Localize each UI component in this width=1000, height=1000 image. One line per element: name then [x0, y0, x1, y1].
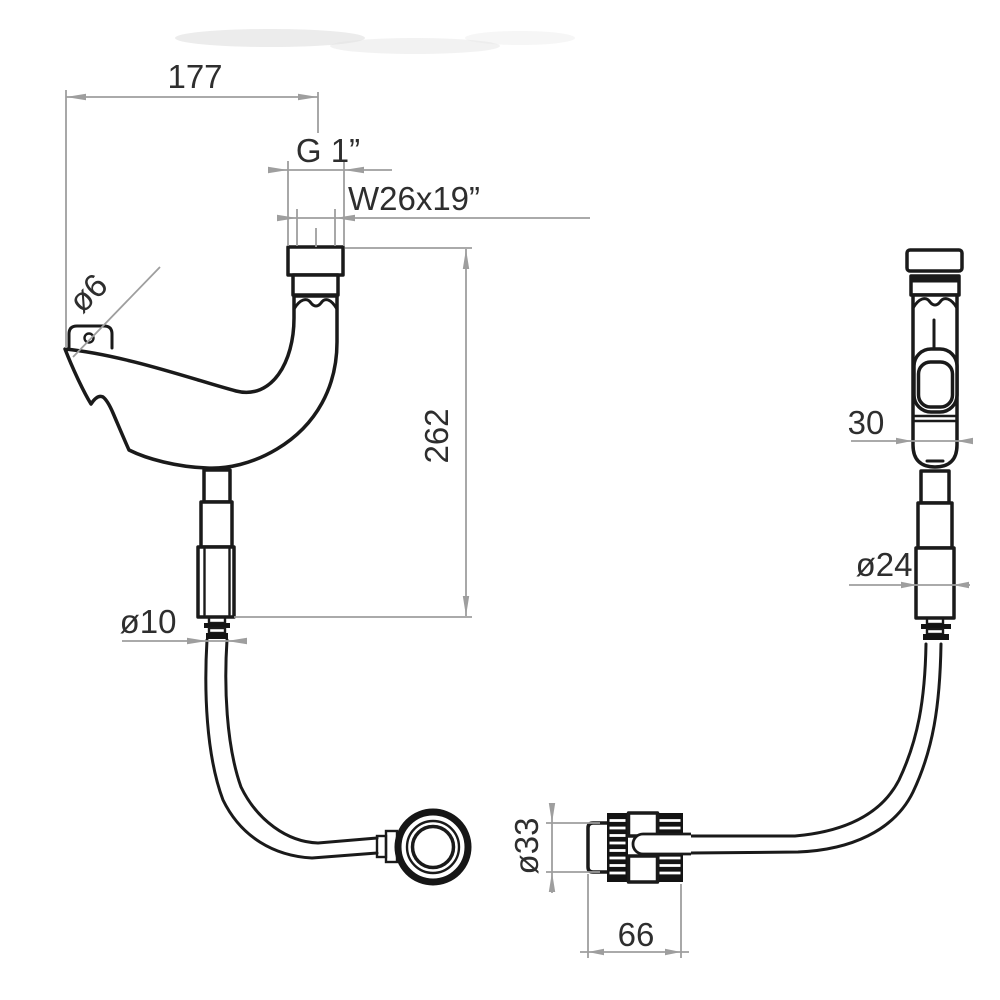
hose-coupling	[204, 615, 230, 639]
dimension-graphics	[65, 90, 973, 958]
mounting-hole	[83, 332, 95, 344]
front-view	[63, 245, 472, 886]
inlet-nut	[286, 245, 345, 277]
dimension-labels: 177 G 1” W26x19” 262 ø6 ø10 30 ø24 ø33 6…	[61, 58, 912, 953]
side-stem-segment-1	[919, 469, 951, 505]
hose-front	[204, 638, 379, 860]
head-nozzle-cylinder	[586, 821, 609, 874]
thread-break-line	[292, 298, 339, 311]
label-height-body: 262	[418, 408, 455, 463]
head-spacer-bottom	[626, 854, 660, 884]
side-thread-break	[911, 297, 959, 310]
label-width-top: 177	[167, 58, 222, 95]
body-outline	[63, 294, 339, 470]
label-hose-diameter: ø10	[120, 603, 177, 640]
label-head-depth: 30	[848, 404, 885, 441]
stem-segment-1	[202, 468, 232, 504]
side-stem-segment-3	[914, 546, 956, 620]
hose-channel	[631, 832, 691, 856]
spray-head-front	[375, 808, 472, 886]
side-cap	[905, 248, 964, 273]
label-thread-top: G 1”	[296, 132, 360, 169]
label-spray-head-length: 66	[618, 916, 655, 953]
head-spacer-top	[626, 811, 660, 838]
inlet-collar	[291, 273, 340, 297]
side-view	[688, 248, 964, 855]
label-hole-diameter: ø6	[61, 266, 114, 319]
hose-side	[688, 642, 943, 855]
mounting-tab	[67, 324, 114, 350]
push-button-inner	[916, 360, 955, 409]
label-spray-head-diameter: ø33	[508, 818, 545, 875]
stem-segment-2	[199, 500, 234, 549]
side-stem-segment-2	[916, 501, 954, 550]
spray-head-side	[586, 811, 691, 884]
scan-smudge	[175, 29, 575, 54]
label-thread-shank: W26x19”	[348, 180, 480, 217]
label-stem-diameter: ø24	[856, 546, 913, 583]
side-hose-coupling	[921, 616, 951, 640]
